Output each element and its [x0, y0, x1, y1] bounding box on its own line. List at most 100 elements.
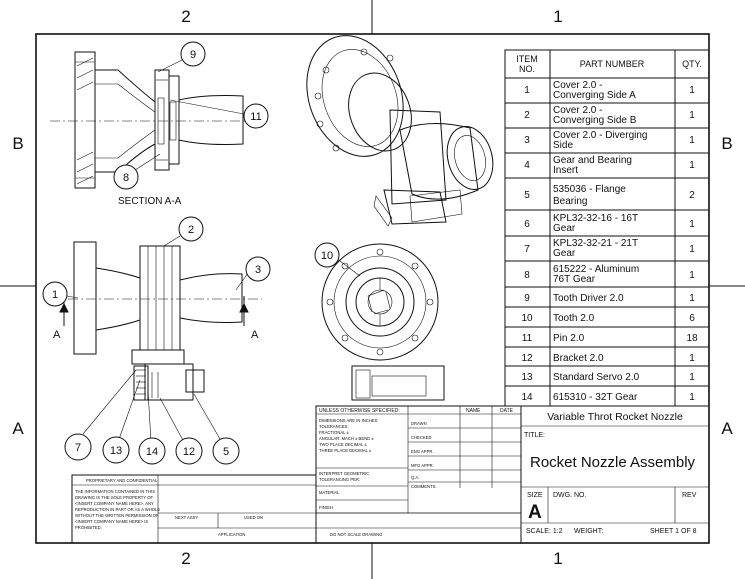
- bom-row-no: 3: [524, 135, 530, 146]
- section-arrow-right-label: A: [251, 329, 259, 341]
- tb-dims-1: DIMENSIONS ARE IN INCHES: [319, 418, 378, 423]
- tb-title-label: TITLE:: [524, 432, 545, 439]
- bom-header-item-no-2: NO.: [519, 64, 535, 74]
- balloon-12: 12: [183, 446, 195, 458]
- tb-dims-4: ANGULAR: MACH ± BEND ±: [319, 436, 374, 441]
- bom-rows: 1 Cover 2.0 - Converging Side A 1 2 Cove…: [521, 80, 698, 383]
- tb-unless: UNLESS OTHERWISE SPECIFIED:: [319, 408, 400, 414]
- bom-row-part-l2: Bearing: [553, 196, 587, 207]
- tb-interp-1: INTERPRET GEOMETRIC: [319, 471, 369, 476]
- tb-material: MATERIAL: [319, 490, 340, 495]
- side-view: [50, 241, 262, 401]
- bom-row-no: 13: [521, 372, 533, 383]
- bom-row-qty: 1: [689, 160, 695, 171]
- tb-date: DATE: [500, 408, 514, 414]
- tb-checked: CHECKED: [411, 435, 431, 440]
- section-hatching: [76, 57, 94, 185]
- bom-row-no: 9: [524, 293, 530, 304]
- bom-row-qty: 6: [689, 313, 695, 324]
- bom-row-part-l2: Converging Side B: [553, 115, 637, 126]
- bom-row-qty: 1: [689, 372, 695, 383]
- bom-row-no: 5: [524, 190, 530, 201]
- bom-row-no: 2: [524, 110, 530, 121]
- tb-qa: Q.A.: [411, 475, 419, 480]
- tb-title: Rocket Nozzle Assembly: [530, 454, 696, 471]
- tb-prop-line: REPRODUCTION IN PART OR AS A WHOLE: [75, 507, 160, 512]
- bom-row-part-l1: KPL32-32-16 - 16T: [553, 213, 638, 224]
- bom-row-part-l1: Gear and Bearing: [553, 155, 632, 166]
- tb-prop-line: <INSERT COMPANY NAME HERE>. ANY: [75, 501, 154, 506]
- bom-row-no: 4: [524, 160, 530, 171]
- balloon-14: 14: [146, 446, 158, 458]
- zone-label-top-2: 2: [181, 7, 190, 26]
- zone-label-left-b: B: [12, 134, 23, 153]
- zone-label-bottom-1: 1: [553, 549, 562, 568]
- bom-row-qty: 1: [689, 353, 695, 364]
- bom-row-part-l2: Gear: [553, 223, 576, 234]
- bom-row-part-l1: 615310 - 32T Gear: [553, 392, 638, 403]
- bom-row-no: 11: [522, 333, 533, 344]
- tb-used-on: USED ON: [244, 515, 263, 520]
- tb-sheet: SHEET 1 OF 8: [650, 528, 697, 535]
- tb-mfg: MFG APPR.: [411, 463, 434, 468]
- bom-row-part-l2: Gear: [553, 248, 576, 259]
- tb-name: NAME: [466, 408, 481, 414]
- bom-row-no: 6: [524, 219, 530, 230]
- section-label: SECTION A-A: [118, 196, 182, 207]
- bom-row-part-l1: Tooth Driver 2.0: [553, 293, 624, 304]
- end-view: [321, 243, 445, 401]
- tb-comments: COMMENTS:: [411, 484, 437, 489]
- tb-dims-5: TWO PLACE DECIMAL ±: [319, 442, 367, 447]
- zone-label-top-1: 1: [553, 7, 562, 26]
- balloon-10: 10: [321, 250, 333, 262]
- tb-project-name: Variable Throt Rocket Nozzle: [547, 411, 683, 423]
- bom-row-qty: 1: [689, 110, 695, 121]
- bom-header-item-no-1: ITEM: [516, 54, 538, 64]
- bom-row-qty: 1: [689, 270, 695, 281]
- balloon-8: 8: [123, 172, 129, 184]
- tb-prop-line: DRAWING IS THE SOLE PROPERTY OF: [75, 495, 153, 500]
- bom-row-no: 14: [521, 392, 533, 403]
- bom-row-no: 7: [524, 244, 530, 255]
- section-arrow-right: [239, 296, 249, 326]
- balloon-3: 3: [255, 264, 261, 276]
- title-block: [71, 385, 710, 544]
- tb-dims-3: FRACTIONAL ±: [319, 430, 350, 435]
- bom-row-part-l1: Standard Servo 2.0: [553, 372, 640, 383]
- section-a-a-view: [50, 51, 260, 189]
- bom-row-qty: 1: [689, 135, 695, 146]
- tb-prop-line: <INSERT COMPANY NAME HERE> IS: [75, 519, 148, 524]
- zone-label-left-a: A: [12, 419, 24, 438]
- bom-row-no: 12: [521, 353, 533, 364]
- balloon-5: 5: [223, 446, 229, 458]
- tb-prop-line: PROHIBITED.: [75, 525, 102, 530]
- balloon-11: 11: [250, 111, 261, 123]
- bom-row-part-l1: 535036 - Flange: [553, 184, 626, 195]
- bom-row-qty: 2: [689, 190, 695, 201]
- tb-drawn: DRAWN: [411, 421, 427, 426]
- balloons: [42, 41, 340, 465]
- tb-prop-line: WITHOUT THE WRITTEN PERMISSION OF: [75, 513, 159, 518]
- zone-label-right-b: B: [721, 134, 732, 153]
- bom-row-qty: 1: [689, 219, 695, 230]
- bom-header-part-number: PART NUMBER: [580, 59, 645, 69]
- isometric-view: [306, 35, 494, 227]
- bom-row-part-l1: KPL32-32-21 - 21T: [553, 238, 638, 249]
- bom-row-no: 10: [521, 313, 533, 324]
- tb-next-assy: NEXT ASSY: [175, 515, 198, 520]
- tb-prop-title: PROPRIETARY AND CONFIDENTIAL: [86, 478, 158, 483]
- tb-size: A: [528, 502, 542, 523]
- tb-scale: SCALE: 1:2: [526, 528, 563, 535]
- bom-row-part-l1: Tooth 2.0: [553, 313, 595, 324]
- balloon-1: 1: [52, 289, 58, 301]
- tb-eng: ENG APPR.: [411, 449, 434, 454]
- bom-row-part-l1: Bracket 2.0: [553, 353, 604, 364]
- balloon-2: 2: [188, 224, 194, 236]
- bom-row-qty: 1: [689, 85, 695, 96]
- bom-row-part-l1: Pin 2.0: [553, 333, 585, 344]
- zone-label-right-a: A: [721, 419, 733, 438]
- bom-row-part-l1: Cover 2.0 -: [553, 80, 602, 91]
- balloon-7: 7: [75, 442, 81, 454]
